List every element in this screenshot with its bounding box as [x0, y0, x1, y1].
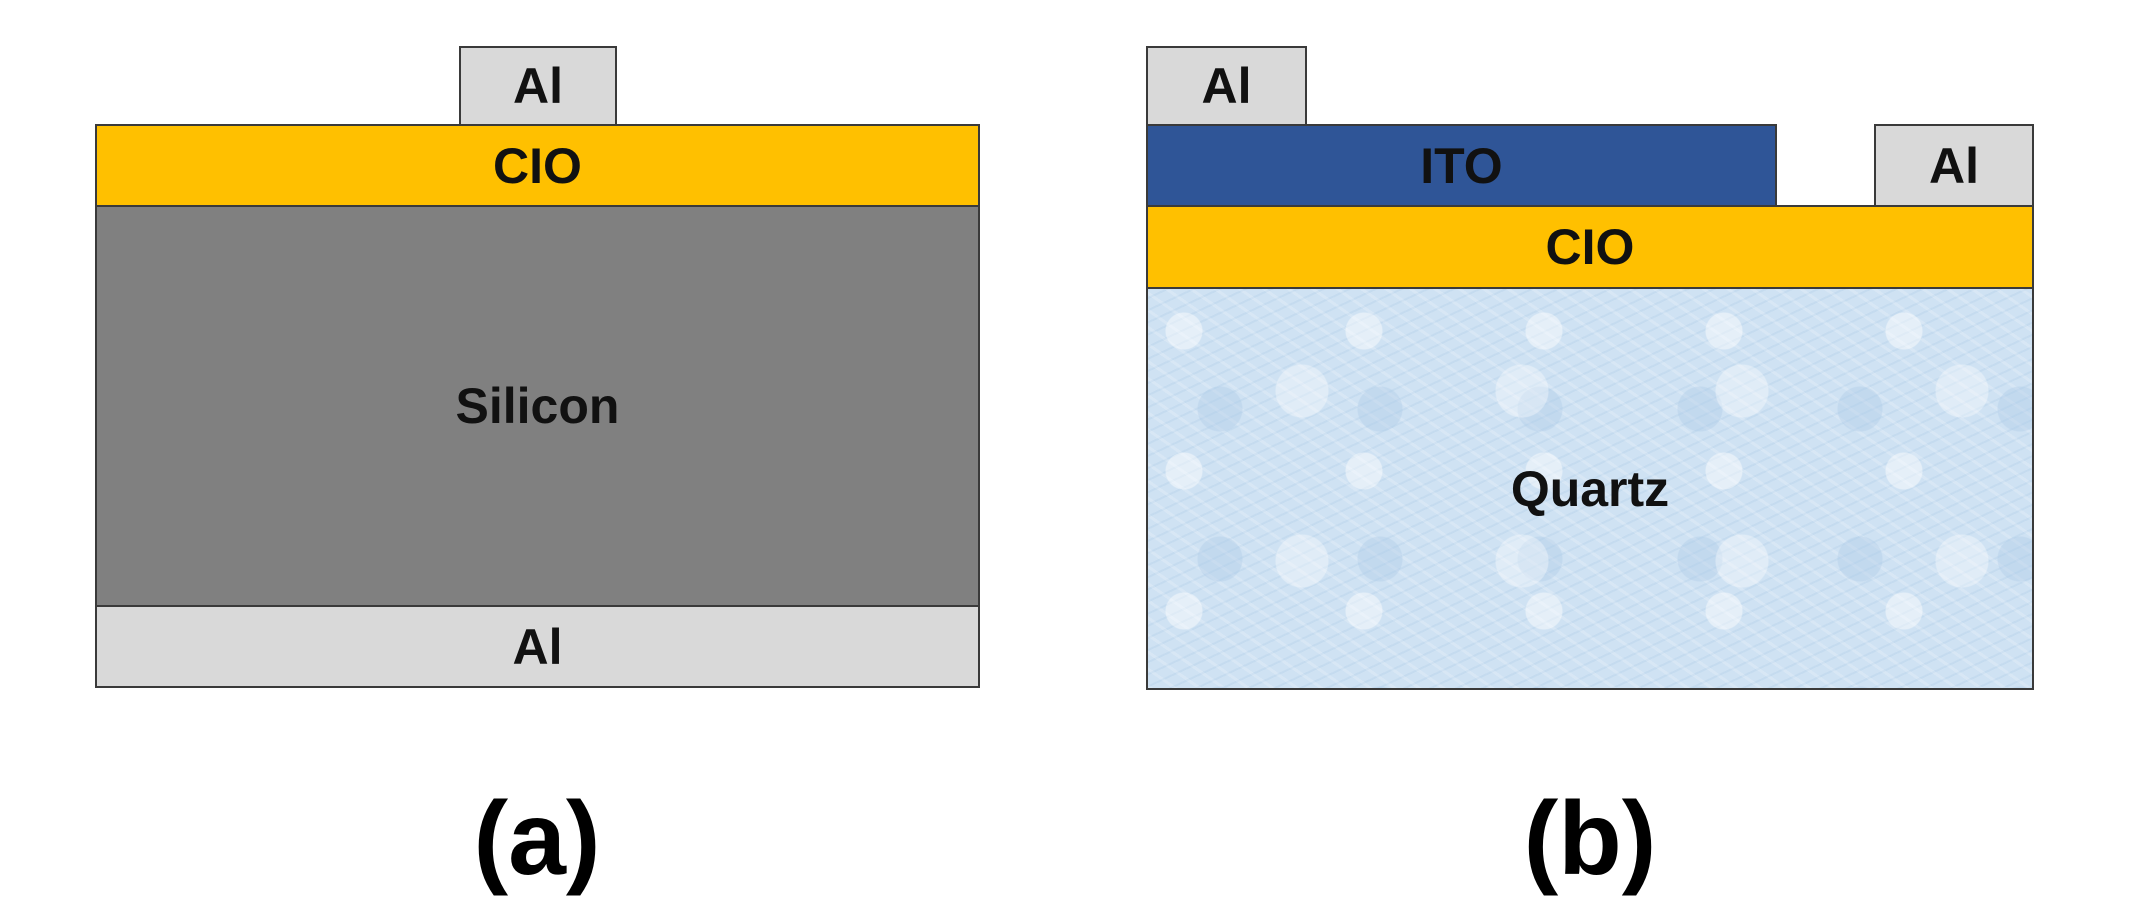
diagram-b-ito-layer: ITO	[1146, 124, 1777, 207]
diagram-a-top-al-contact: Al	[459, 46, 617, 126]
diagram-b-cio-layer: CIO	[1146, 205, 2034, 289]
diagram-a-caption: (a)	[473, 781, 601, 897]
diagram-b-quartz-substrate: Quartz	[1146, 287, 2034, 690]
diagram-a-cio-layer: CIO	[95, 124, 980, 207]
diagram-b-left-al-contact: Al	[1146, 46, 1307, 126]
diagram-a-silicon-substrate: Silicon	[95, 205, 980, 607]
diagram-a-bottom-al-contact: Al	[95, 605, 980, 688]
diagram-b-caption: (b)	[1523, 781, 1657, 897]
diagram-b-right-al-contact: Al	[1874, 124, 2034, 207]
